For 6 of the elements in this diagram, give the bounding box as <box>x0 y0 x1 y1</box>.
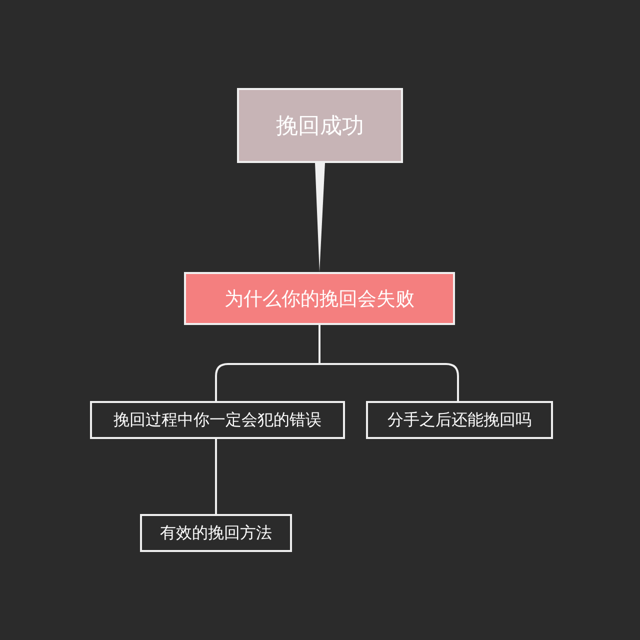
topic-box: 挽回成功 <box>237 88 403 163</box>
question-box: 为什么你的挽回会失败 <box>184 272 455 325</box>
subtopic-box: 挽回过程中你一定会犯的错误 <box>90 401 345 439</box>
subtopic-box: 有效的挽回方法 <box>140 514 292 552</box>
subtopic-box: 分手之后还能挽回吗 <box>366 401 553 439</box>
connector-line <box>215 439 217 514</box>
